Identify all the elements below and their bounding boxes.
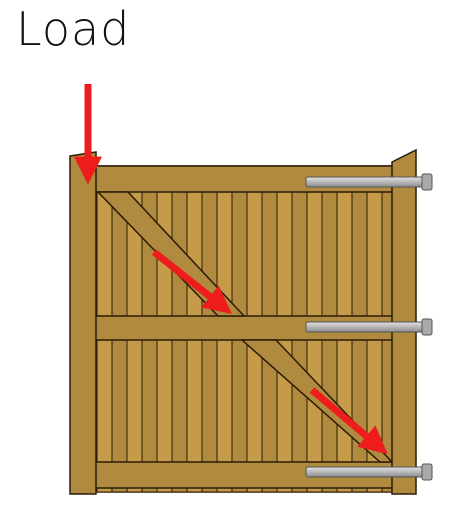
- brace-force-arrow-icon: [309, 387, 388, 455]
- hinge-bolt-icon: [305, 318, 433, 336]
- left-post: [69, 151, 97, 495]
- hinge-bolt-icon: [305, 463, 433, 481]
- hinge-bolt-icon: [305, 173, 433, 191]
- brace-force-arrow-icon: [151, 249, 232, 314]
- load-label: Load: [16, 2, 131, 56]
